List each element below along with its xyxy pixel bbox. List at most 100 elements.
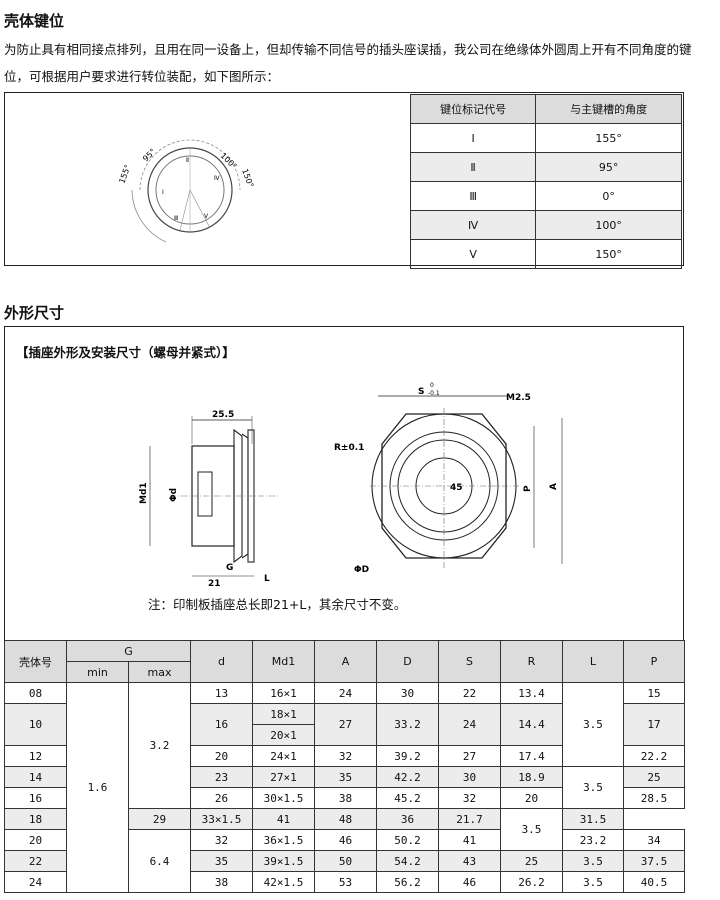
table-row: 16 26 30×1.5 38 45.2 32 20 28.5 xyxy=(4,787,685,809)
table-row: 20 6.4 32 36×1.5 46 50.2 41 23.2 34 xyxy=(4,829,685,893)
cell-d: 38 xyxy=(190,871,253,893)
front-m-label: M2.5 xyxy=(506,393,531,403)
front-phiD-label: ΦD xyxy=(354,565,369,575)
cell-p: 34 xyxy=(623,829,685,851)
cell-md1: 24×1 xyxy=(252,745,315,767)
cell-d: 35 xyxy=(190,850,253,872)
side-width-label: 25.5 xyxy=(212,410,234,420)
cell-s: 43 xyxy=(438,850,501,872)
angle-95-label: 95° xyxy=(141,147,157,163)
front-s-label: S xyxy=(418,387,424,397)
header-l: L xyxy=(562,640,624,683)
keying-cell: 155° xyxy=(535,123,682,153)
cell-p: 40.5 xyxy=(623,871,685,893)
cell-g-max: 3.2 xyxy=(128,682,191,809)
cell-l: 3.5 xyxy=(500,808,563,851)
cell-a: 38 xyxy=(314,787,377,809)
cell-s: 46 xyxy=(438,871,501,893)
cell-r: 26.2 xyxy=(500,871,563,893)
dim-section-title: 外形尺寸 xyxy=(4,304,65,322)
cell-d: 20 xyxy=(190,745,253,767)
cell-p: 28.5 xyxy=(623,787,685,809)
cell-s: 41 xyxy=(438,829,501,851)
cell-s: 22 xyxy=(438,682,501,704)
keying-cell: 95° xyxy=(535,152,682,182)
header-d: d xyxy=(190,640,253,683)
header-g-max: max xyxy=(128,661,191,683)
header-a: A xyxy=(314,640,377,683)
cell-md1: 18×1 xyxy=(252,703,315,725)
cell-d-outer: 50.2 xyxy=(376,829,439,851)
front-s-tol-bottom: -0.1 xyxy=(428,390,440,397)
side-phid-label: Φd xyxy=(169,488,179,502)
cell-d-outer: 42.2 xyxy=(376,766,439,788)
cell-a: 41 xyxy=(252,808,315,830)
cell-d-outer: 48 xyxy=(314,808,377,830)
header-g-min: min xyxy=(66,661,129,683)
front-angle-label: 45 xyxy=(450,483,463,493)
side-view-drawing: 25.5 Md1 Φd G L 21 xyxy=(139,410,280,588)
cell-d-outer: 56.2 xyxy=(376,871,439,893)
side-21-label: 21 xyxy=(208,579,221,588)
dim-caption: 【插座外形及安装尺寸（螺母并紧式）】 xyxy=(16,345,235,360)
cell-d-outer: 39.2 xyxy=(376,745,439,767)
dim-note: 注：印制板插座总长即21+L，其余尺寸不变。 xyxy=(148,597,407,612)
front-view-drawing: S 0 -0.1 M2.5 R±0.1 45 P A ΦD xyxy=(334,382,563,575)
cell-r: 17.4 xyxy=(500,745,563,767)
cell-shell: 18 xyxy=(4,808,67,830)
keying-header-mark: 键位标记代号 xyxy=(409,94,537,124)
cell-g-min: 1.6 xyxy=(66,682,129,893)
cell-shell: 22 xyxy=(4,850,67,872)
cell-d: 32 xyxy=(190,829,253,851)
angle-155-label: 155° xyxy=(117,163,132,184)
cell-shell: 20 xyxy=(4,829,67,851)
cell-a: 27 xyxy=(314,703,377,746)
cell-d-outer: 54.2 xyxy=(376,850,439,872)
cell-md1: 20×1 xyxy=(252,724,315,746)
cell-p: 37.5 xyxy=(623,850,685,872)
keying-cell: Ⅲ xyxy=(409,181,537,211)
keying-cell: Ⅴ xyxy=(409,239,537,269)
cell-shell: 10 xyxy=(4,703,67,746)
cell-l: 3.5 xyxy=(562,850,624,872)
cell-s: 30 xyxy=(438,766,501,788)
cell-r: 14.4 xyxy=(500,703,563,746)
header-s: S xyxy=(438,640,501,683)
side-l-label: L xyxy=(264,574,270,584)
cell-r: 18.9 xyxy=(500,766,563,788)
header-p: P xyxy=(623,640,685,683)
cell-s: 32 xyxy=(438,787,501,809)
cell-md1: 27×1 xyxy=(252,766,315,788)
cell-l: 3.5 xyxy=(562,871,624,893)
front-r-label: R±0.1 xyxy=(334,443,364,453)
cell-md1: 30×1.5 xyxy=(252,787,315,809)
cell-a: 32 xyxy=(314,745,377,767)
cell-d: 23 xyxy=(190,766,253,788)
cell-shell: 14 xyxy=(4,766,67,788)
cell-md1: 36×1.5 xyxy=(252,829,315,851)
cell-a: 53 xyxy=(314,871,377,893)
table-row: 22 35 39×1.5 50 54.2 43 25 3.5 37.5 xyxy=(4,850,685,872)
cell-md1: 16×1 xyxy=(252,682,315,704)
cell-p: 15 xyxy=(623,682,685,704)
key-mark-1: Ⅰ xyxy=(162,189,164,196)
keying-diagram: 155° 95° 100° 150° Ⅰ Ⅱ Ⅲ Ⅳ Ⅴ xyxy=(117,139,255,243)
cell-shell: 16 xyxy=(4,787,67,809)
cell-a: 24 xyxy=(314,682,377,704)
header-d-outer: D xyxy=(376,640,439,683)
cell-a: 35 xyxy=(314,766,377,788)
cell-r: 21.7 xyxy=(438,808,501,830)
cell-d-outer: 45.2 xyxy=(376,787,439,809)
cell-r: 23.2 xyxy=(562,829,624,851)
table-row: 24 38 42×1.5 53 56.2 46 26.2 3.5 40.5 xyxy=(4,871,685,893)
front-a-label: A xyxy=(549,483,559,490)
key-mark-4: Ⅳ xyxy=(214,175,220,182)
key-mark-2: Ⅱ xyxy=(186,157,189,164)
cell-r: 25 xyxy=(500,850,563,872)
keying-cell: 0° xyxy=(535,181,682,211)
